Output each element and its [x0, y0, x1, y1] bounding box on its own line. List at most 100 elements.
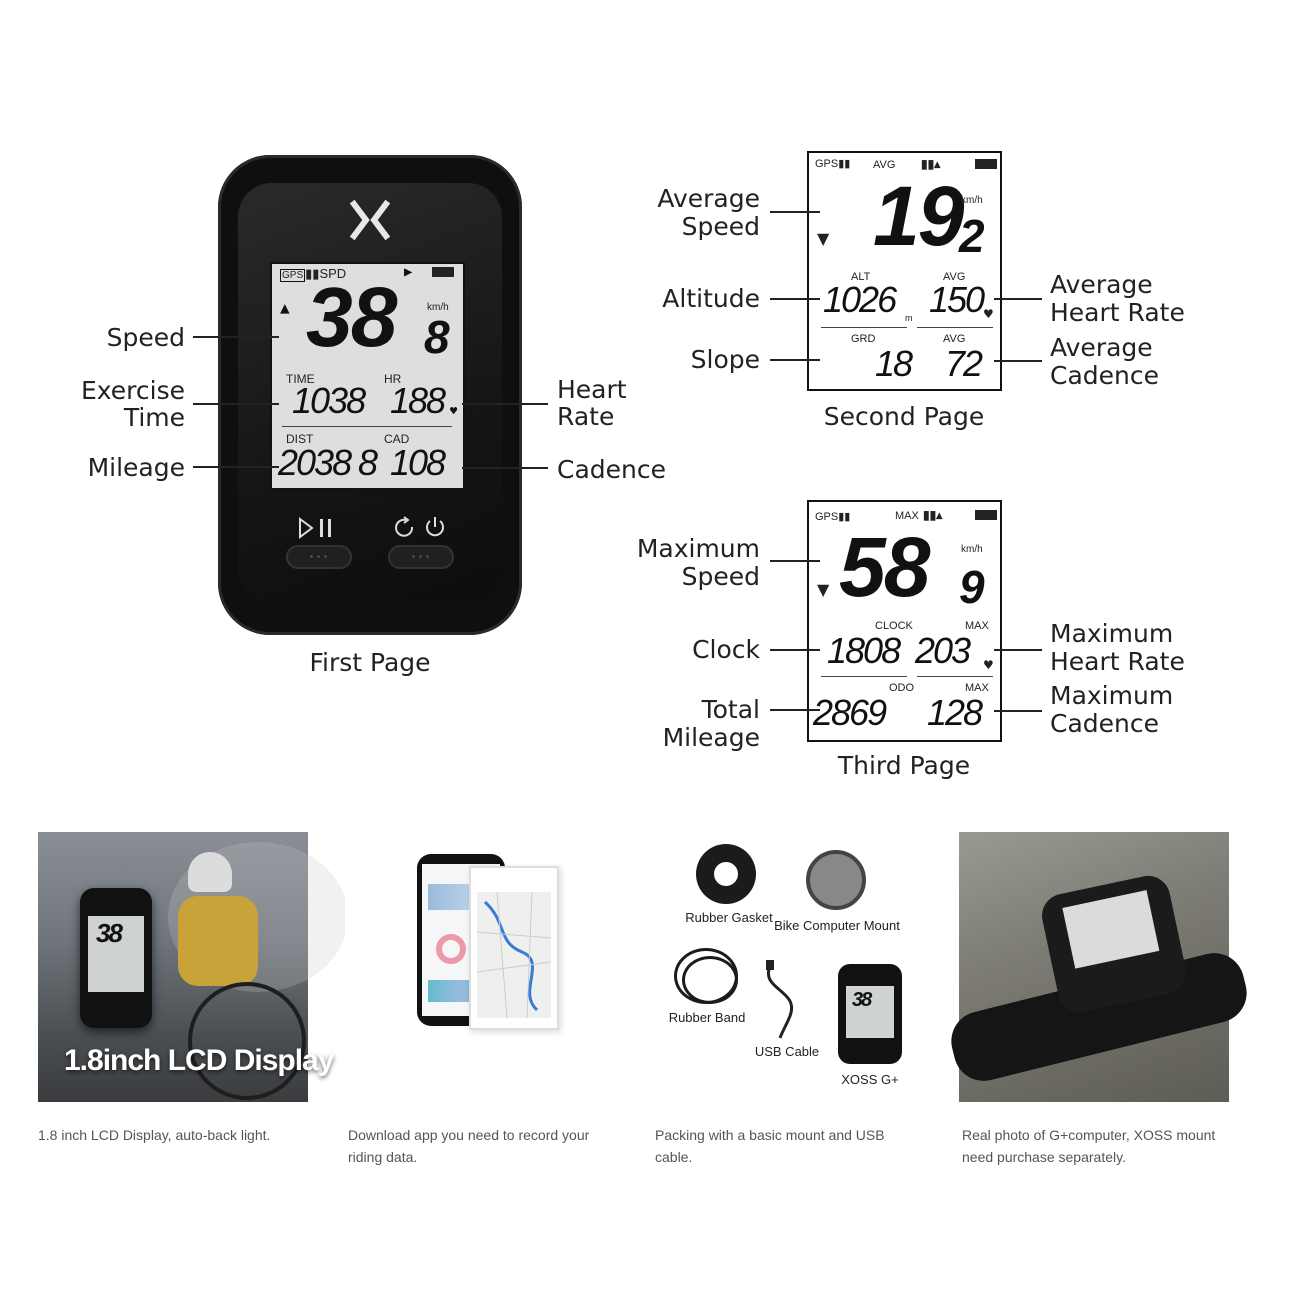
gps-signal-icon: GPS▮▮ — [815, 158, 851, 170]
left-button[interactable] — [286, 545, 352, 569]
label-total-mileage-1: Total — [701, 695, 760, 724]
play-icon: ▶ — [404, 264, 413, 280]
alt-label: ALT — [851, 271, 871, 283]
caption-first-page: First Page — [309, 648, 431, 677]
avg-hr-value: 150 — [929, 279, 985, 320]
label-heart-rate-1: Heart — [557, 375, 627, 404]
hr-value: 188 — [390, 380, 446, 421]
clock-value: 1808 — [827, 630, 901, 671]
speed-value: 38 — [306, 270, 397, 364]
label-max-cad-1: Maximum — [1050, 681, 1174, 710]
caption-second-page: Second Page — [823, 402, 985, 431]
avg-speed-decimal: 2 — [959, 210, 985, 262]
activity-icon: ▮▮▴ — [923, 508, 943, 522]
donut-chart-icon — [436, 934, 466, 964]
right-button[interactable] — [388, 545, 454, 569]
label-usb-cable: USB Cable — [754, 1044, 820, 1059]
label-max-speed-1: Maximum — [636, 534, 760, 563]
label-exercise-time-2: Time — [123, 403, 185, 432]
cad-value: 108 — [390, 442, 446, 483]
bike-wheel-icon — [188, 982, 306, 1100]
grd-value: 18 — [875, 343, 913, 384]
max-speed-value: 58 — [839, 520, 930, 614]
label-rubber-gasket: Rubber Gasket — [685, 910, 773, 925]
device-image: 38 — [80, 888, 152, 1028]
activity-icon: ▮▮▴ — [921, 157, 941, 171]
panel-3-caption: Packing with a basic mount and USB cable… — [655, 1127, 885, 1165]
panel-real-photo — [944, 832, 1254, 1102]
label-avg-hr-1: Average — [1050, 270, 1153, 299]
mount-icon — [806, 850, 866, 910]
label-speed: Speed — [106, 323, 185, 352]
label-exercise-time-1: Exercise — [80, 376, 185, 405]
max-cad-value: 128 — [927, 692, 983, 733]
panel-1-caption: 1.8 inch LCD Display, auto-back light. — [38, 1127, 271, 1143]
odo-value: 2869 — [813, 692, 887, 733]
battery-icon — [432, 267, 454, 277]
panel-4-caption: Real photo of G+computer, XOSS mount nee… — [962, 1127, 1216, 1165]
route-map-icon — [476, 891, 552, 1019]
caption-third-page: Third Page — [837, 751, 971, 780]
label-avg-cad-1: Average — [1050, 333, 1153, 362]
map-screen — [469, 866, 559, 1030]
refresh-power-icon — [395, 516, 444, 537]
alt-value: 1026 — [823, 279, 897, 320]
label-max-speed-2: Speed — [681, 562, 760, 591]
first-page-screen: GPS▮▮SPD ▶ ▲ 38 8 km/h TIME 1038 HR 188 … — [270, 262, 465, 490]
play-pause-icon — [299, 517, 331, 539]
trend-down-icon: ▼ — [817, 229, 830, 248]
panel-2-caption: Download app you need to record your rid… — [348, 1127, 590, 1165]
heart-icon: ♥ — [983, 658, 994, 672]
label-avg-hr-2: Heart Rate — [1050, 298, 1185, 327]
speed-unit: km/h — [961, 544, 983, 555]
label-max-hr-2: Heart Rate — [1050, 647, 1185, 676]
trend-down-icon: ▼ — [817, 580, 830, 599]
gps-signal-icon: GPS — [280, 269, 306, 282]
label-heart-rate-2: Rate — [557, 402, 615, 431]
gps-signal-icon: GPS▮▮ — [815, 511, 851, 523]
hr-label: HR — [384, 372, 402, 386]
third-page-screen: GPS▮▮ MAX ▮▮▴ ▼ 58 9 km/h CLOCK 1808 MAX… — [807, 500, 1002, 742]
label-altitude: Altitude — [662, 284, 760, 313]
label-clock: Clock — [692, 635, 760, 664]
speed-unit: km/h — [961, 195, 983, 206]
avg-label: AVG — [873, 159, 896, 171]
label-mileage: Mileage — [87, 453, 185, 482]
label-rubber-band: Rubber Band — [668, 1010, 746, 1025]
max-hr-value: 203 — [915, 630, 971, 671]
label-cadence: Cadence — [557, 455, 666, 484]
panel-lcd-photo: 38 1.8inch LCD Display — [38, 832, 348, 1102]
time-value: 1038 — [292, 380, 366, 421]
cyclist-jersey — [178, 896, 258, 986]
label-device: XOSS G+ — [841, 1072, 899, 1087]
label-average-speed-1: Average — [657, 184, 760, 213]
rubber-gasket-icon — [696, 844, 756, 904]
label-max-hr-1: Maximum — [1050, 619, 1174, 648]
battery-icon — [975, 510, 997, 520]
panel-accessories: Rubber Gasket Bike Computer Mount Rubber… — [652, 832, 922, 1102]
second-page-screen: GPS▮▮ AVG ▮▮▴ ▼ 19 2 km/h ALT 1026 m AVG… — [807, 151, 1002, 391]
max-speed-decimal: 9 — [959, 561, 985, 613]
avg-speed-value: 19 — [873, 169, 964, 263]
label-mount: Bike Computer Mount — [774, 918, 900, 933]
time-label: TIME — [286, 372, 315, 386]
battery-icon — [975, 159, 997, 169]
odo-label: ODO — [889, 682, 915, 694]
avg-hr-label: AVG — [943, 271, 966, 283]
heart-icon: ♥ — [983, 307, 994, 321]
xoss-device-icon: 38 — [838, 964, 902, 1064]
speed-decimal: 8 — [424, 311, 450, 363]
xoss-logo-icon — [349, 199, 391, 241]
label-total-mileage-2: Mileage — [662, 723, 760, 752]
label-average-speed-2: Speed — [681, 212, 760, 241]
max-cad-label: MAX — [965, 682, 989, 694]
label-slope: Slope — [690, 345, 760, 374]
status-bar: GPS▮▮SPD — [280, 266, 347, 282]
avg-cad-value: 72 — [945, 343, 983, 384]
avg-cad-label: AVG — [943, 333, 966, 345]
grd-label: GRD — [851, 333, 876, 345]
cad-label: CAD — [384, 432, 410, 446]
dist-label: DIST — [286, 432, 314, 446]
dist-decimal: 8 — [358, 442, 378, 483]
max-label: MAX — [895, 510, 919, 522]
